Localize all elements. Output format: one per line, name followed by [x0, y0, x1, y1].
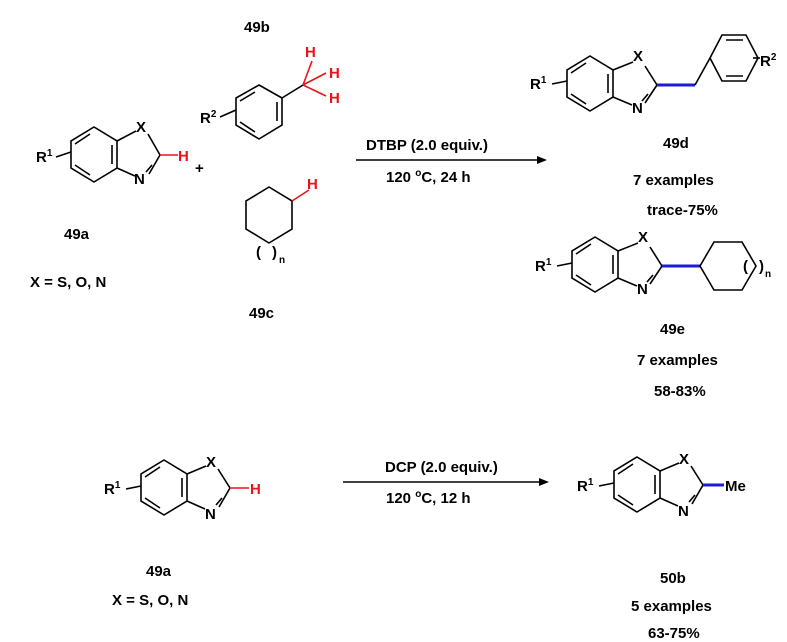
reaction2-atom-h-red: H — [250, 481, 261, 498]
compound-label-49c: 49c — [249, 305, 274, 322]
product-49e-paren-close: ) — [759, 258, 764, 275]
x-definition: X = S, O, N — [30, 274, 106, 291]
ring-h-red: H — [307, 176, 318, 193]
compound-label-49a: 49a — [64, 226, 90, 243]
substituent-r1: R1 — [36, 148, 53, 166]
reactant-49a-structure — [55, 126, 178, 183]
conditions-reagent-2: DCP (2.0 equiv.) — [385, 459, 498, 476]
atom-n: N — [134, 171, 145, 188]
reaction2-atom-x: X — [206, 454, 216, 471]
product-49d-atom-n: N — [632, 100, 643, 117]
product-50b-atom-n: N — [678, 503, 689, 520]
methyl-h-right: H — [329, 65, 340, 82]
product-50b-methyl: Me — [725, 478, 746, 495]
methyl-h-bottom: H — [329, 90, 340, 107]
toluene-49b-structure — [219, 60, 327, 140]
product-49d-r1: R1 — [530, 75, 547, 93]
reaction-arrow-1-head — [537, 156, 547, 164]
ring-paren-open: ( — [256, 244, 261, 261]
atom-x: X — [136, 119, 146, 136]
reaction2-label-49a: 49a — [146, 563, 172, 580]
cycloalkane-49c-structure — [245, 186, 310, 244]
product-49d-atom-x: X — [633, 48, 643, 65]
substituent-r2: R2 — [200, 109, 217, 127]
product-50b-r1: R1 — [577, 477, 594, 495]
product-49d-r2: R2 — [760, 52, 777, 70]
examples-49d: 7 examples — [633, 172, 714, 189]
product-49e-ring-n: n — [765, 269, 771, 280]
reactant-49a-structure-2 — [125, 459, 249, 516]
atom-h-red: H — [178, 148, 189, 165]
yield-49d: trace-75% — [647, 202, 718, 219]
ring-size-n: n — [279, 255, 285, 266]
compound-label-49b: 49b — [244, 19, 270, 36]
reaction-arrow-2-head — [539, 478, 549, 486]
examples-49e: 7 examples — [637, 352, 718, 369]
ring-paren-close: ) — [272, 244, 277, 261]
product-50b-atom-x: X — [679, 451, 689, 468]
product-49e-atom-n: N — [637, 281, 648, 298]
product-49e-structure — [556, 236, 757, 293]
product-49e-paren-open: ( — [743, 258, 748, 275]
conditions-reagent-1: DTBP (2.0 equiv.) — [366, 137, 488, 154]
reaction2-atom-n: N — [205, 506, 216, 523]
reaction2-x-definition: X = S, O, N — [112, 592, 188, 609]
compound-label-50b: 50b — [660, 570, 686, 587]
methyl-h-top: H — [305, 44, 316, 61]
conditions-temp-2: 120 oC, 12 h — [386, 489, 471, 507]
plus-sign: + — [195, 160, 204, 177]
yield-50b: 63-75% — [648, 625, 700, 642]
product-49d-structure — [551, 34, 760, 112]
reaction2-substituent-r1: R1 — [104, 480, 121, 498]
conditions-temp-1: 120 oC, 24 h — [386, 168, 471, 186]
compound-label-49e: 49e — [660, 321, 685, 338]
yield-49e: 58-83% — [654, 383, 706, 400]
product-50b-structure — [598, 456, 724, 513]
product-49e-r1: R1 — [535, 257, 552, 275]
product-49e-atom-x: X — [638, 229, 648, 246]
examples-50b: 5 examples — [631, 598, 712, 615]
compound-label-49d: 49d — [663, 135, 689, 152]
